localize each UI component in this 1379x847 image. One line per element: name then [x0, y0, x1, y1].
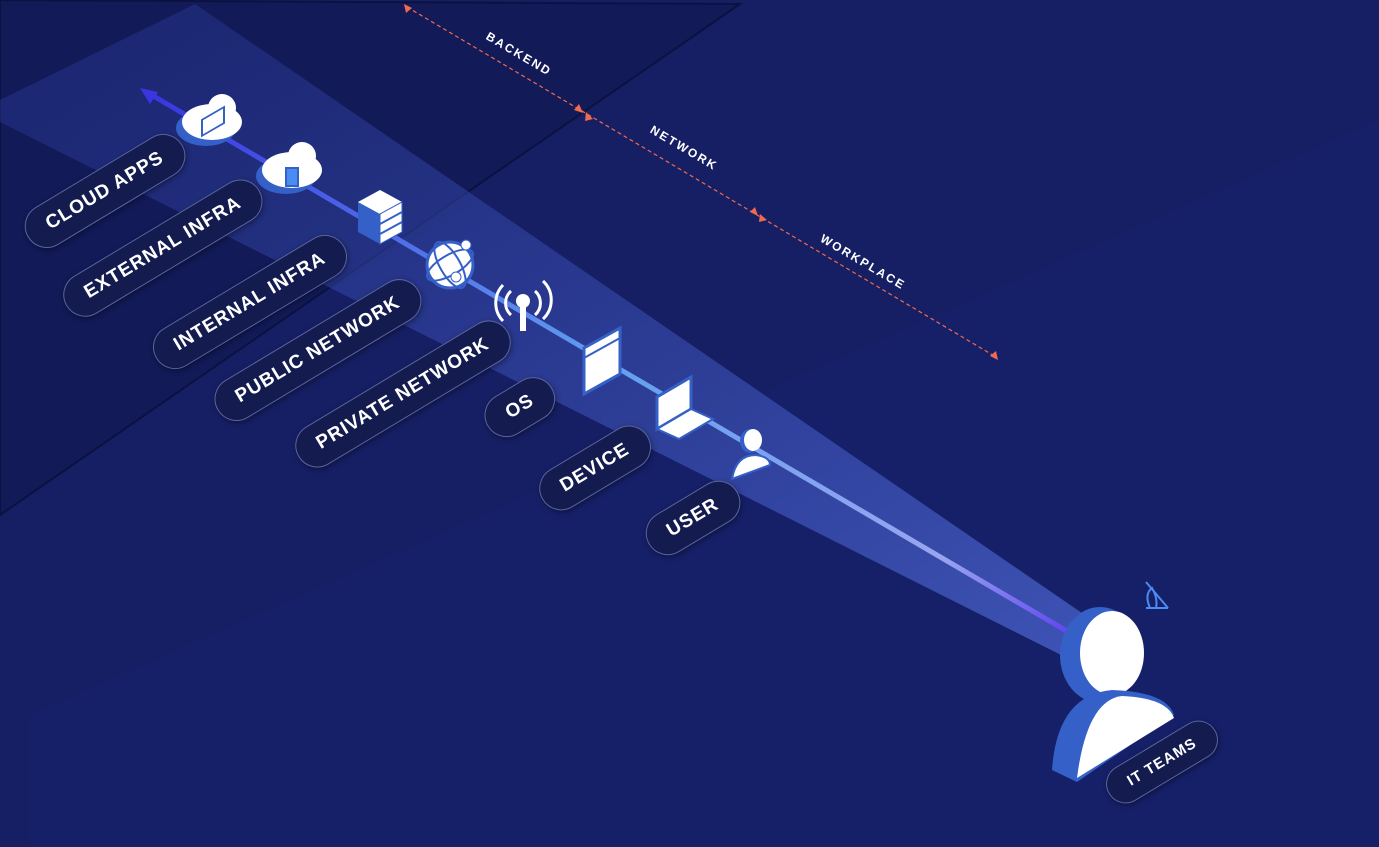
- user-icon: [730, 429, 772, 481]
- window-icon: [582, 325, 622, 397]
- cloud-app-icon: [176, 94, 242, 146]
- globe-icon: [425, 239, 475, 290]
- zone-markers: [404, 4, 998, 360]
- cloud-chip-icon: [256, 142, 322, 194]
- floor-plane: [30, 120, 1379, 847]
- it-team-user-icon: [1052, 607, 1174, 782]
- server-icon: [358, 190, 403, 245]
- sailboat-logo-icon: [1145, 581, 1169, 609]
- arrow-head: [140, 88, 158, 104]
- laptop-icon: [654, 374, 716, 441]
- antenna-icon: [494, 279, 553, 331]
- zone-dimension-line: [406, 6, 997, 358]
